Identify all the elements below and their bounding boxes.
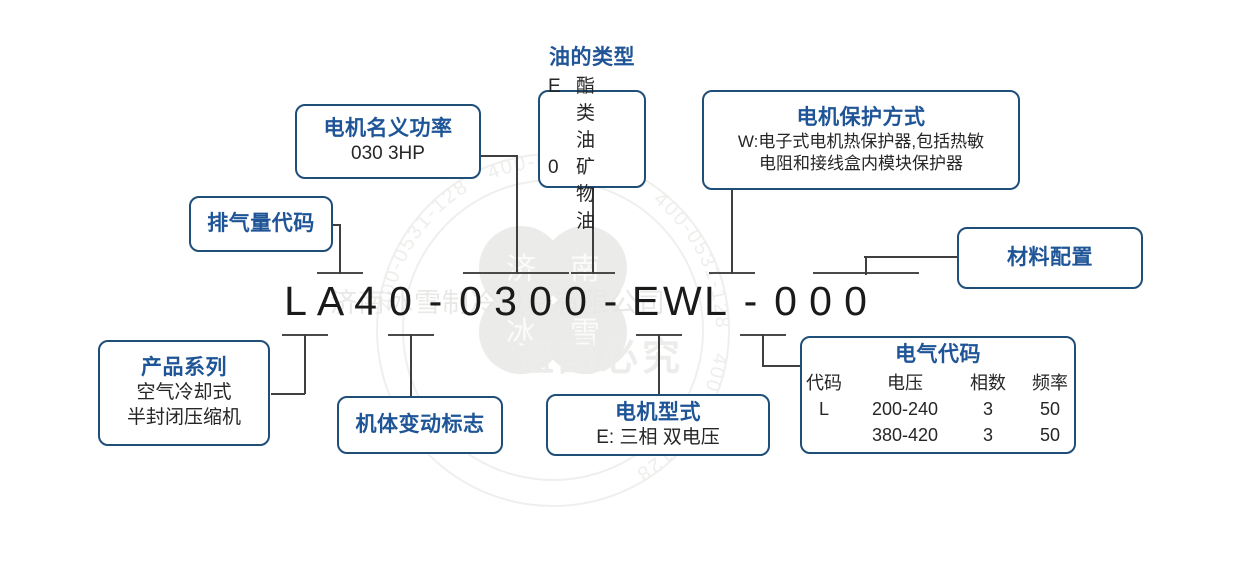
table-cell	[795, 423, 853, 447]
product-series-line2: 半封闭压缩机	[126, 407, 241, 429]
watermark-notice: 盗图必究	[515, 336, 684, 379]
oil-type-row: E 酯类油	[548, 71, 636, 152]
connector-electrical-h	[762, 365, 802, 367]
connector-discharge-v	[339, 224, 341, 274]
connector-bodychange-v	[410, 334, 412, 396]
table-header: 电压	[887, 372, 923, 393]
table-header: 代码	[806, 372, 842, 393]
box-product-series[interactable]: 产品系列 空气冷却式 半封闭压缩机	[98, 340, 270, 446]
motor-power-value: 030 3HP	[351, 143, 425, 165]
product-series-line1: 空气冷却式	[136, 382, 232, 404]
motor-protection-line2: 电阻和接线盒内模块保护器	[759, 154, 963, 174]
code-char: 0	[389, 278, 412, 324]
oil-type-code: 0	[548, 157, 559, 179]
motor-type-line1: E: 三相 双电压	[596, 426, 720, 448]
oil-type-desc: 酯类油	[576, 76, 596, 152]
box-body-change-mark[interactable]: 机体变动标志	[337, 396, 503, 454]
connector-protection-v	[731, 190, 733, 274]
connector-material-v	[865, 256, 867, 275]
box-material-config[interactable]: 材料配置	[957, 227, 1143, 289]
code-char: -	[743, 278, 758, 324]
product-code-string: L A 4 0 - 0 3 0 0 - E W L - 0 0 0	[278, 278, 873, 324]
product-series-title: 产品系列	[141, 356, 227, 380]
material-config-title: 材料配置	[1007, 245, 1093, 269]
code-char: E	[631, 278, 660, 324]
code-char: 0	[809, 278, 832, 324]
code-char: 0	[529, 278, 552, 324]
table-cell: 3	[982, 398, 993, 419]
body-change-mark-title: 机体变动标志	[355, 412, 485, 436]
table-cell: 50	[1039, 398, 1061, 419]
table-header: 频率	[1032, 372, 1068, 393]
oil-type-row: 0 矿物油	[548, 152, 636, 233]
code-char: 0	[774, 278, 797, 324]
code-char: A	[316, 278, 345, 324]
code-char: L	[284, 278, 307, 324]
code-char: W	[663, 278, 702, 324]
motor-power-title: 电机名义功率	[323, 117, 453, 141]
table-cell: 3	[982, 425, 993, 446]
table-header: 相数	[970, 372, 1006, 393]
electrical-code-table: 代码 电压 相数 频率 L 200-240 3 50 380-420 3 50	[795, 371, 1081, 448]
box-motor-power[interactable]: 电机名义功率 030 3HP	[295, 104, 481, 179]
connector-series-h	[271, 393, 305, 395]
motor-protection-title: 电机保护方式	[796, 105, 926, 129]
connector-material-h	[864, 256, 960, 258]
code-char: 4	[354, 278, 377, 324]
oil-type-desc: 矿物油	[576, 157, 596, 233]
code-char: 0	[564, 278, 587, 324]
table-cell: L	[818, 398, 829, 419]
connector-motortype-v	[658, 334, 660, 394]
code-char: 0	[844, 278, 867, 324]
electrical-code-title: 电气代码	[895, 343, 981, 367]
connector-power-v	[516, 155, 518, 274]
table-cell: 380-420	[871, 425, 939, 446]
oil-type-code: E	[548, 76, 561, 98]
connector-power-h	[481, 155, 517, 157]
connector-electrical-v	[762, 334, 764, 366]
box-oil-type[interactable]: 油的类型 E 酯类油 0 矿物油	[538, 46, 646, 232]
code-char: 3	[494, 278, 517, 324]
box-discharge-code[interactable]: 排气量代码	[189, 196, 333, 252]
connector-discharge-h	[330, 224, 340, 226]
motor-protection-line1: W:电子式电机热保护器,包括热敏	[737, 132, 985, 152]
oil-type-title: 油的类型	[549, 45, 635, 69]
box-electrical-code[interactable]: 电气代码 代码 电压 相数 频率 L 200-240 3 50 380-420 …	[800, 336, 1076, 454]
code-char: L	[704, 278, 727, 324]
code-char: -	[603, 278, 618, 324]
code-char: -	[428, 278, 443, 324]
table-cell: 200-240	[871, 398, 939, 419]
discharge-code-title: 排气量代码	[207, 211, 315, 235]
box-motor-type[interactable]: 电机型式 E: 三相 双电压	[546, 394, 770, 456]
connector-series-v	[304, 334, 306, 394]
code-char: 0	[459, 278, 482, 324]
table-cell: 50	[1039, 425, 1061, 446]
box-motor-protection[interactable]: 电机保护方式 W:电子式电机热保护器,包括热敏 电阻和接线盒内模块保护器	[702, 90, 1020, 190]
motor-type-title: 电机型式	[615, 400, 701, 424]
